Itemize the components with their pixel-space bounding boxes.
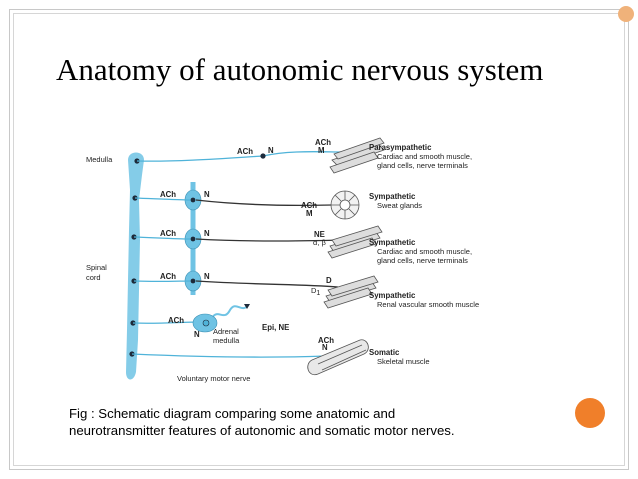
d-label: D bbox=[326, 276, 332, 285]
target-l1-1: Cardiac and smooth muscle, bbox=[377, 152, 472, 161]
target-l2-3: gland cells, nerve terminals bbox=[377, 256, 468, 265]
caption-line-2: neurotransmitter features of autonomic a… bbox=[69, 423, 455, 438]
n-label-5: N bbox=[194, 330, 200, 339]
target-l1-3: Cardiac and smooth muscle, bbox=[377, 247, 472, 256]
adrenal-label-1: Adrenal bbox=[213, 327, 239, 336]
skeletal-muscle bbox=[307, 339, 369, 376]
m-label-1: M bbox=[318, 146, 325, 155]
voluntary-motor-label: Voluntary motor nerve bbox=[177, 374, 250, 383]
parasympathetic-preganglionic bbox=[136, 155, 264, 162]
m-label-2: M bbox=[306, 209, 313, 218]
spinal-cord bbox=[126, 152, 144, 380]
target-l2-1: gland cells, nerve terminals bbox=[377, 161, 468, 170]
medulla-label: Medulla bbox=[86, 155, 113, 164]
sympathetic-cardiac-post bbox=[195, 238, 346, 242]
caption-line-1: Fig : Schematic diagram comparing some a… bbox=[69, 406, 396, 421]
smooth-muscle-parasymp bbox=[329, 137, 385, 174]
figure-caption: Fig : Schematic diagram comparing some a… bbox=[69, 405, 455, 439]
n-label-2: N bbox=[204, 190, 210, 199]
target-l1-5: Skeletal muscle bbox=[377, 357, 430, 366]
n-label-6: N bbox=[322, 343, 328, 352]
ach-label-6: ACh bbox=[160, 272, 176, 281]
n-label-3: N bbox=[204, 229, 210, 238]
epi-ne-label: Epi, NE bbox=[262, 323, 289, 332]
parasympathetic-postganglionic bbox=[262, 151, 347, 157]
adrenal-label-2: medulla bbox=[213, 336, 240, 345]
smooth-muscle-cardiac bbox=[327, 225, 383, 259]
slide-frame-inner bbox=[13, 13, 625, 466]
spinal-label-1: Spinal bbox=[86, 263, 107, 272]
ach-label-5: ACh bbox=[160, 229, 176, 238]
ach-label-8: ACh bbox=[318, 336, 334, 345]
adrenal-preganglionic bbox=[132, 321, 201, 324]
alpha-beta-label: α, β bbox=[313, 238, 327, 247]
target-l1-4: Renal vascular smooth muscle bbox=[377, 300, 479, 309]
sweat-gland bbox=[330, 190, 360, 220]
decorative-dot-top bbox=[618, 6, 634, 22]
epi-ne-release bbox=[211, 304, 249, 319]
ach-label-4: ACh bbox=[301, 201, 317, 210]
ach-label-1: ACh bbox=[237, 147, 253, 156]
spinal-label-2: cord bbox=[86, 273, 101, 282]
n-label-1: N bbox=[268, 146, 274, 155]
target-l1-2: Sweat glands bbox=[377, 201, 422, 210]
n-label-4: N bbox=[204, 272, 210, 281]
target-head-1: Parasympathetic bbox=[369, 143, 432, 152]
ach-label-3: ACh bbox=[160, 190, 176, 199]
slide-title: Anatomy of autonomic nervous system bbox=[56, 52, 544, 87]
smooth-muscle-renal bbox=[323, 275, 379, 309]
d1-label: D1 bbox=[311, 286, 320, 297]
target-labels: Parasympathetic Cardiac and smooth muscl… bbox=[369, 143, 479, 366]
slide-frame bbox=[9, 9, 629, 470]
sympathetic-sweat-post bbox=[195, 199, 333, 206]
somatic-nerve bbox=[131, 353, 327, 358]
decorative-dot-bottom bbox=[575, 398, 605, 428]
target-head-5: Somatic bbox=[369, 348, 400, 357]
target-head-4: Sympathetic bbox=[369, 291, 416, 300]
target-head-3: Sympathetic bbox=[369, 238, 416, 247]
ach-label-2: ACh bbox=[315, 138, 331, 147]
sympathetic-renal-post bbox=[195, 280, 339, 288]
target-head-2: Sympathetic bbox=[369, 192, 416, 201]
ne-label: NE bbox=[314, 230, 325, 239]
ach-label-7: ACh bbox=[168, 316, 184, 325]
